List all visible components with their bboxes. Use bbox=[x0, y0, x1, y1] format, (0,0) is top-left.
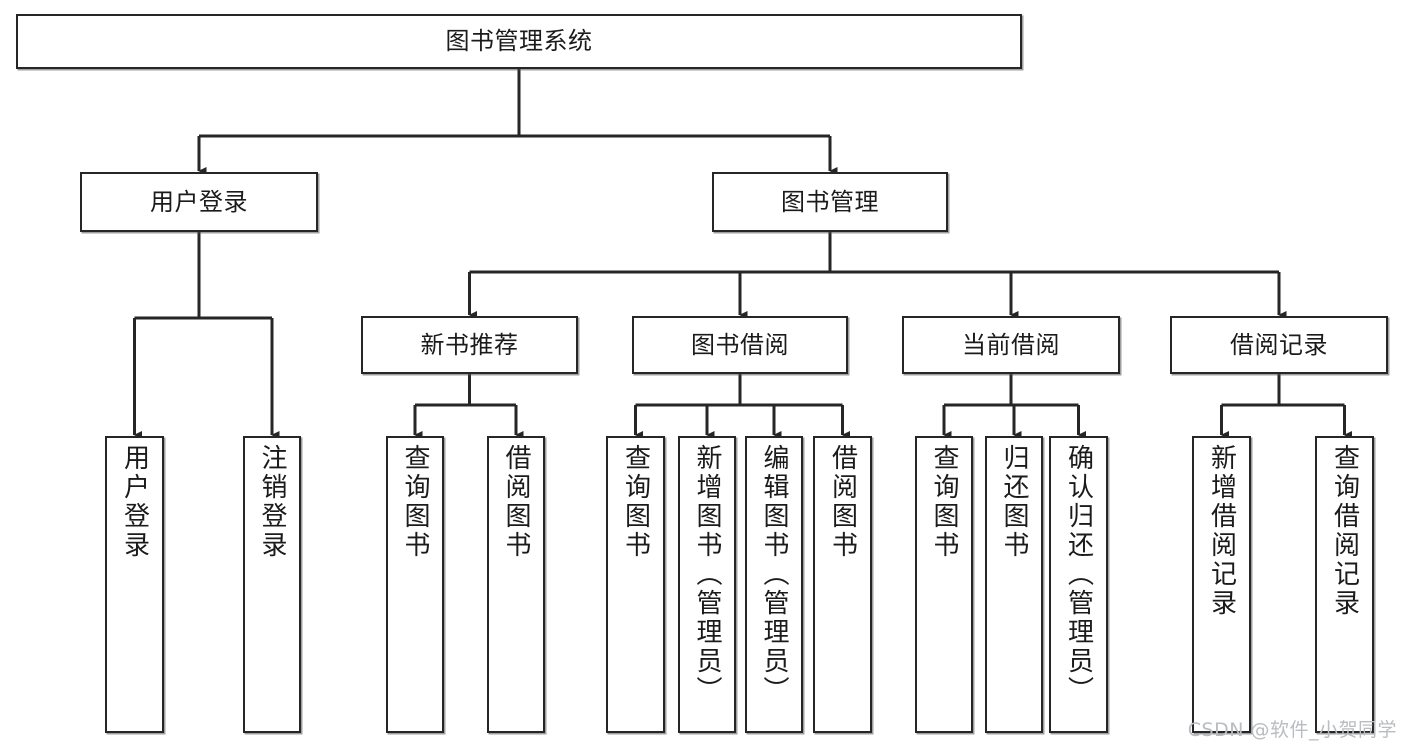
node-label-l3-rc-query: 查询借阅记录 bbox=[1329, 444, 1360, 618]
node-l3-nb-query[interactable]: 查询图书 bbox=[386, 436, 444, 733]
node-l3-bk-add[interactable]: 新增图书（管理员） bbox=[678, 436, 736, 733]
node-l3-bk-borrow[interactable]: 借阅图书 bbox=[813, 436, 872, 733]
node-l3-userlogin[interactable]: 用户登录 bbox=[105, 436, 164, 733]
node-l3-rc-add[interactable]: 新增借阅记录 bbox=[1192, 436, 1251, 733]
node-label-l3-cu-confirm: 确认归还（管理员） bbox=[1063, 444, 1094, 705]
node-label-l3-cu-return: 归还图书 bbox=[999, 444, 1029, 560]
node-l3-nb-borrow[interactable]: 借阅图书 bbox=[487, 436, 545, 733]
node-l2-newbook[interactable]: 新书推荐 bbox=[361, 316, 578, 374]
node-l3-rc-query[interactable]: 查询借阅记录 bbox=[1315, 436, 1374, 733]
node-label-l1-login: 用户登录 bbox=[150, 187, 248, 216]
node-l3-bk-edit[interactable]: 编辑图书（管理员） bbox=[745, 436, 803, 733]
node-l1-bookmgmt[interactable]: 图书管理 bbox=[712, 172, 948, 232]
node-label-l3-bk-add: 新增图书（管理员） bbox=[692, 444, 722, 705]
edge-group bbox=[133, 69, 1353, 440]
node-l1-login[interactable]: 用户登录 bbox=[80, 172, 318, 232]
node-label-l3-cu-query: 查询图书 bbox=[929, 444, 959, 560]
node-label-l3-nb-borrow: 借阅图书 bbox=[501, 444, 531, 560]
node-label-root: 图书管理系统 bbox=[445, 27, 593, 56]
node-label-l3-userlogin: 用户登录 bbox=[119, 444, 150, 560]
node-label-l2-records: 借阅记录 bbox=[1230, 330, 1328, 359]
node-label-l3-rc-add: 新增借阅记录 bbox=[1206, 444, 1237, 618]
node-l3-cu-query[interactable]: 查询图书 bbox=[915, 436, 973, 733]
node-label-l3-bk-borrow: 借阅图书 bbox=[827, 444, 858, 560]
node-label-l3-logout: 注销登录 bbox=[257, 444, 287, 560]
node-label-l1-bookmgmt: 图书管理 bbox=[781, 187, 879, 216]
csdn-watermark: CSDN @软件_小贺同学 bbox=[1187, 719, 1397, 741]
node-label-l3-bk-edit: 编辑图书（管理员） bbox=[759, 444, 789, 705]
node-root[interactable]: 图书管理系统 bbox=[16, 14, 1022, 69]
node-label-l2-current: 当前借阅 bbox=[962, 330, 1060, 359]
node-l3-cu-return[interactable]: 归还图书 bbox=[985, 436, 1043, 733]
node-l2-current[interactable]: 当前借阅 bbox=[902, 316, 1120, 374]
node-l2-records[interactable]: 借阅记录 bbox=[1170, 316, 1388, 374]
node-l3-bk-query[interactable]: 查询图书 bbox=[606, 436, 665, 733]
node-l3-logout[interactable]: 注销登录 bbox=[243, 436, 301, 733]
node-label-l2-newbook: 新书推荐 bbox=[420, 330, 519, 359]
node-label-l2-borrow: 图书借阅 bbox=[691, 330, 789, 359]
node-l2-borrow[interactable]: 图书借阅 bbox=[632, 316, 848, 374]
node-label-l3-bk-query: 查询图书 bbox=[620, 444, 651, 560]
node-l3-cu-confirm[interactable]: 确认归还（管理员） bbox=[1049, 436, 1108, 733]
node-label-l3-nb-query: 查询图书 bbox=[400, 444, 430, 560]
